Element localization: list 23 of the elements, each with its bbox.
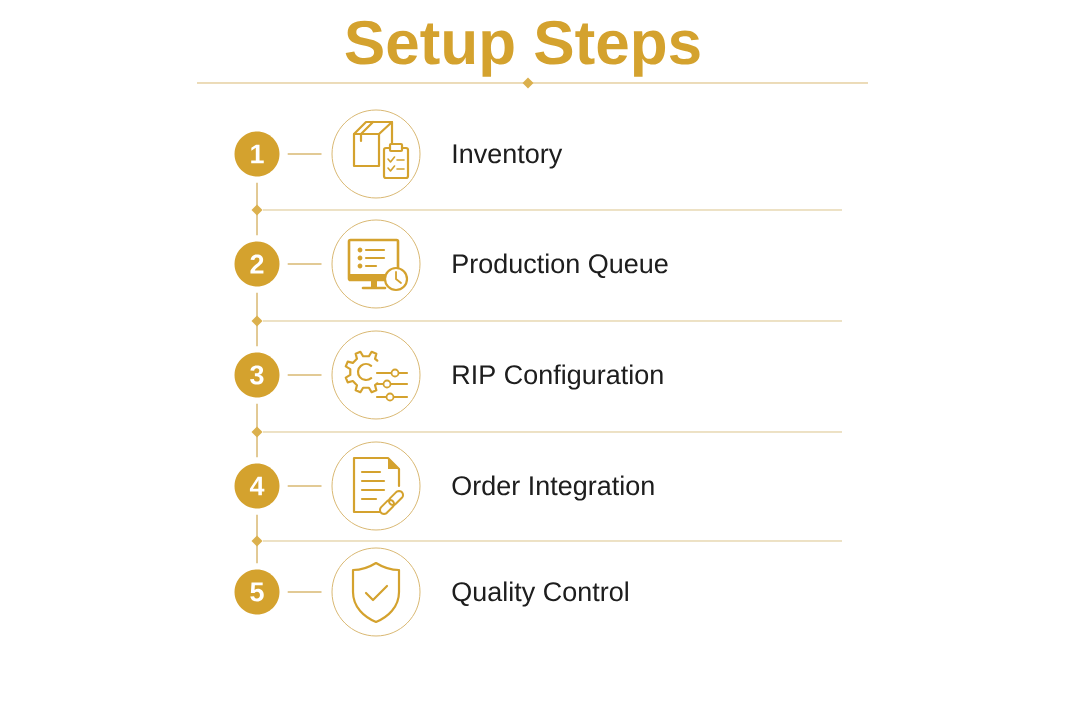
timeline-line — [256, 402, 258, 459]
step-label: RIP Configuration — [453, 364, 663, 390]
timeline-line — [256, 291, 258, 348]
step-label: Production Queue — [453, 253, 668, 279]
step-number: 1 — [234, 131, 280, 177]
step-number: 4 — [234, 463, 280, 509]
connector-line — [286, 374, 323, 376]
step-label: Inventory — [453, 144, 563, 169]
icon-circle — [331, 547, 421, 637]
timeline-line — [256, 181, 258, 237]
step-label: Quality Control — [452, 581, 628, 607]
icon-circle — [331, 330, 421, 420]
icon-circle — [331, 441, 421, 531]
step-number: 2 — [234, 241, 280, 287]
connector-line — [286, 485, 323, 487]
timeline-line — [256, 513, 258, 565]
step-number: 3 — [234, 352, 280, 398]
connector-line — [286, 153, 323, 155]
step-number: 5 — [234, 569, 280, 615]
title: Setup Steps — [345, 20, 700, 77]
connector-line — [286, 591, 323, 593]
step-label: Order Integration — [452, 475, 654, 501]
connector-line — [286, 263, 323, 265]
